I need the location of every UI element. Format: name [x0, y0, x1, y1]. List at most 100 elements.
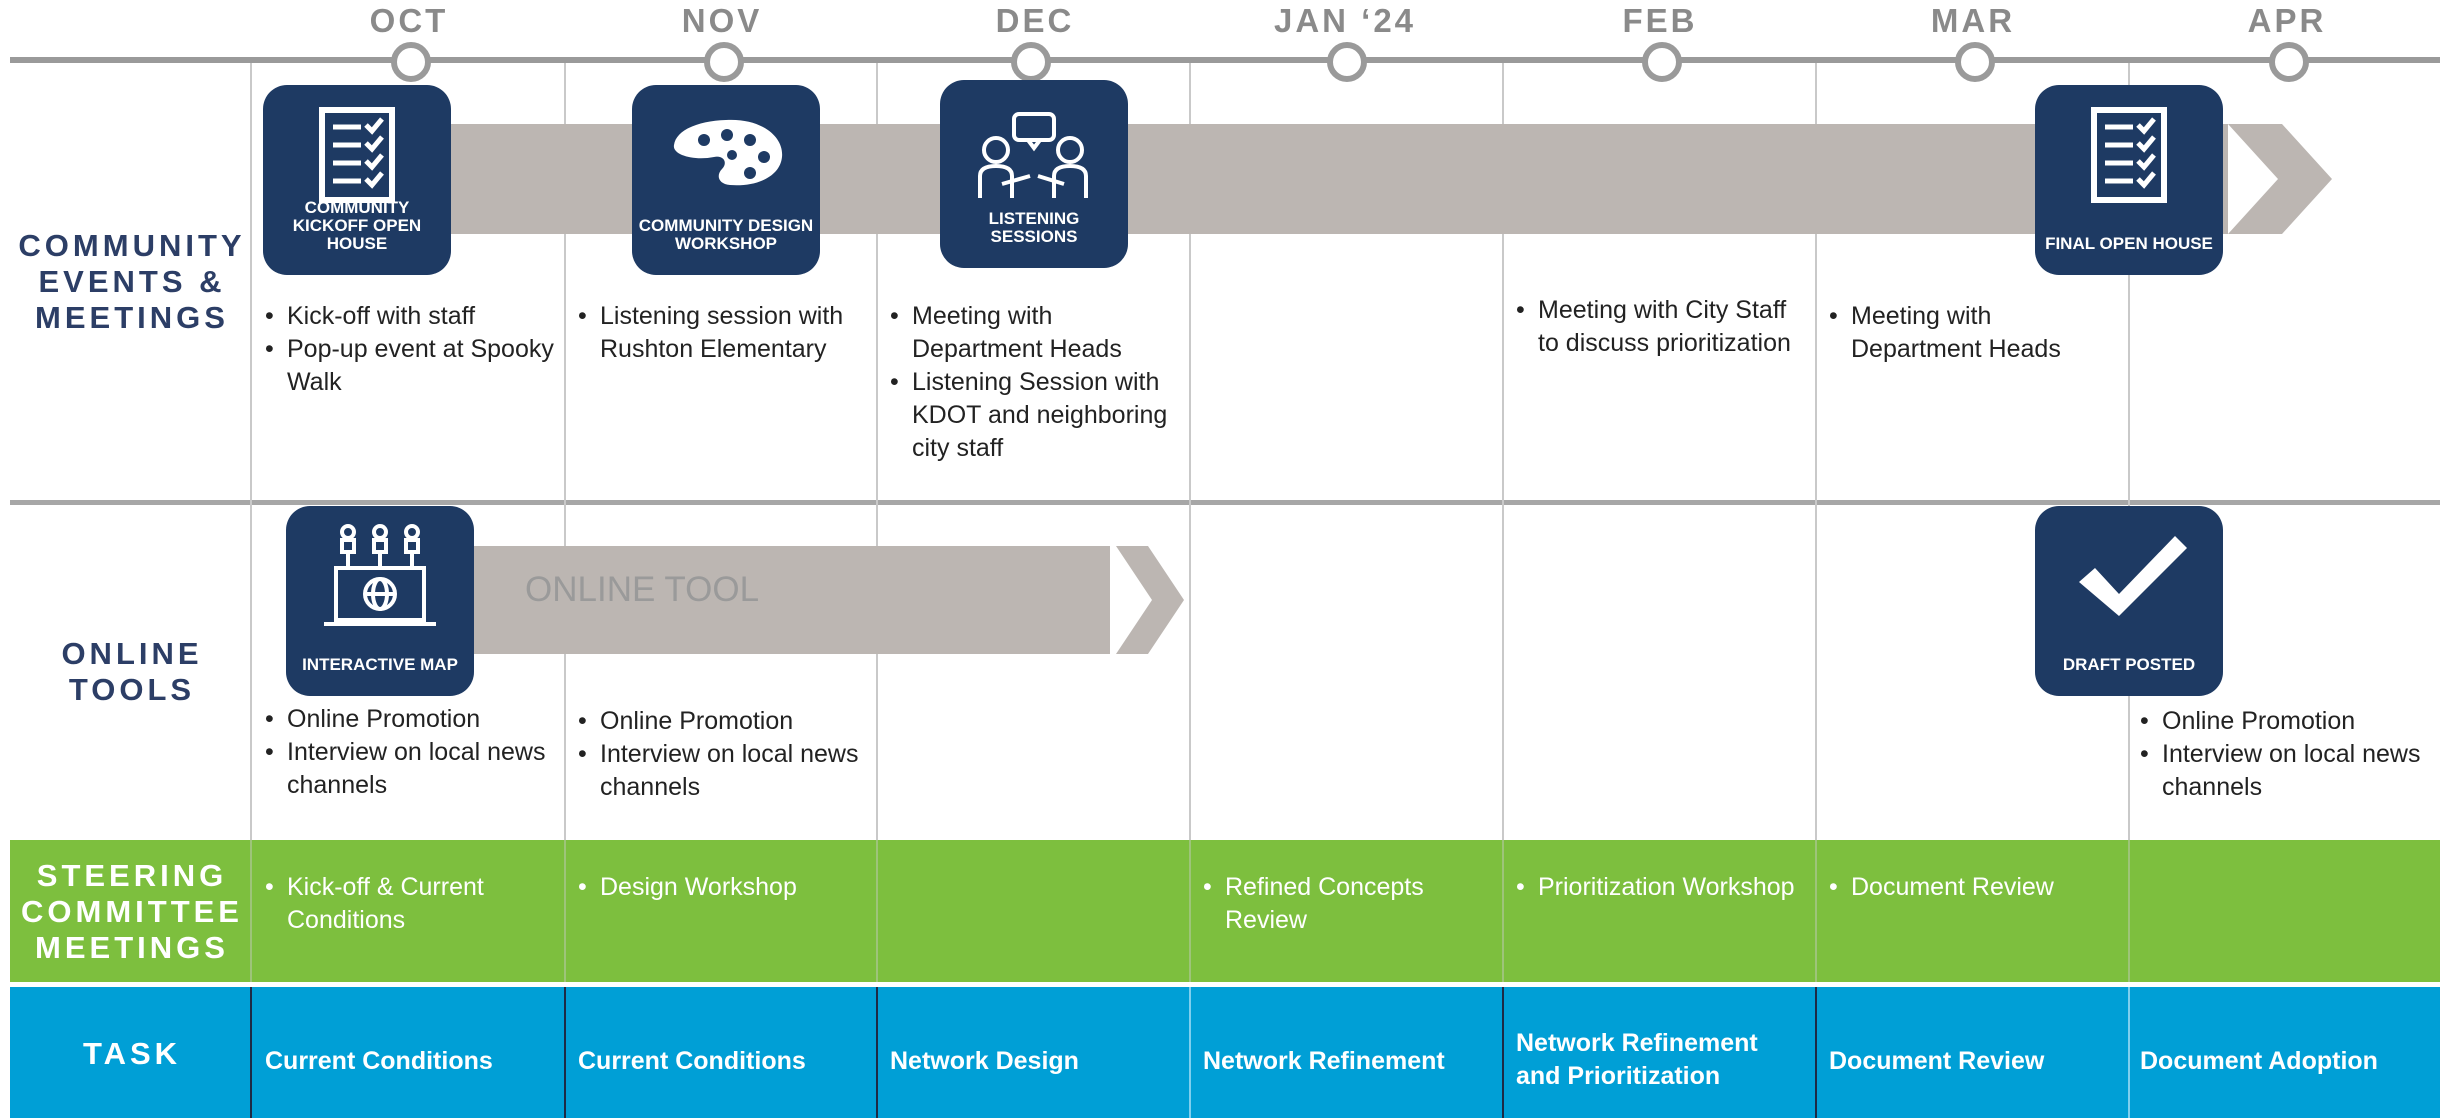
- milestone-kickoff-open-house: COMMUNITY KICKOFF OPEN HOUSE: [263, 85, 451, 275]
- steering-item-feb: Prioritization Workshop: [1516, 871, 1811, 904]
- column-divider: [250, 840, 252, 982]
- column-divider: [1502, 987, 1504, 1118]
- online-tool-arrow-label: ONLINE TOOL: [525, 570, 760, 609]
- community-notes-mar: Meeting with Department Heads: [1829, 300, 2119, 366]
- task-oct: Current Conditions: [265, 1047, 493, 1075]
- timeline-marker-nov: [704, 42, 744, 82]
- timeline-axis: [10, 57, 2440, 63]
- steering-item-mar: Document Review: [1829, 871, 2119, 904]
- row-label-task: TASK: [82, 1036, 182, 1071]
- month-label-nov: NOV: [681, 2, 763, 39]
- list-item: Online Promotion: [578, 705, 868, 738]
- interactive-map-icon: [324, 524, 436, 626]
- checklist-icon: [2091, 107, 2167, 203]
- list-item: Refined Concepts Review: [1203, 871, 1498, 937]
- list-item: Meeting with Department Heads: [1829, 300, 2119, 366]
- list-item: Design Workshop: [578, 871, 868, 904]
- checklist-icon: [319, 107, 395, 203]
- palette-icon: [673, 119, 783, 186]
- milestone-label: LISTENING SESSIONS: [988, 209, 1080, 246]
- task-band: [10, 987, 2440, 1118]
- task-mar: Document Review: [1829, 1047, 2045, 1075]
- month-label-feb: FEB: [1622, 2, 1698, 39]
- community-notes-nov: Listening session with Rushton Elementar…: [578, 300, 868, 366]
- online-notes-oct: Online Promotion Interview on local news…: [265, 703, 555, 802]
- column-divider: [1189, 987, 1191, 1118]
- list-item: Interview on local news channels: [578, 738, 868, 804]
- task-dec: Network Design: [890, 1047, 1079, 1075]
- list-item: Interview on local news channels: [265, 736, 555, 802]
- list-item: Meeting with Department Heads: [890, 300, 1180, 366]
- online-notes-apr: Online Promotion Interview on local news…: [2140, 705, 2430, 804]
- online-notes-nov: Online Promotion Interview on local news…: [578, 705, 868, 804]
- column-divider: [1815, 987, 1817, 1118]
- list-item: Online Promotion: [265, 703, 555, 736]
- column-divider: [250, 987, 252, 1118]
- timeline-marker-jan: [1327, 42, 1367, 82]
- list-item: Online Promotion: [2140, 705, 2430, 738]
- milestone-label: INTERACTIVE MAP: [302, 655, 458, 674]
- timeline-marker-apr: [2269, 42, 2309, 82]
- discussion-icon: [978, 112, 1088, 198]
- list-item: Document Review: [1829, 871, 2119, 904]
- timeline-marker-oct: [391, 42, 431, 82]
- list-item: Meeting with City Staff to discuss prior…: [1516, 294, 1806, 360]
- column-divider: [1189, 63, 1191, 840]
- milestone-final-open-house: FINAL OPEN HOUSE: [2035, 85, 2223, 275]
- column-divider: [1189, 840, 1191, 982]
- column-divider: [2128, 63, 2130, 840]
- milestone-interactive-map: INTERACTIVE MAP: [286, 506, 474, 696]
- column-divider: [250, 63, 252, 840]
- task-jan: Network Refinement: [1203, 1047, 1445, 1075]
- list-item: Kick-off with staff: [265, 300, 555, 333]
- column-divider: [2128, 987, 2130, 1118]
- column-divider: [564, 840, 566, 982]
- milestone-label: COMMUNITY DESIGN WORKSHOP: [638, 216, 814, 253]
- milestone-design-workshop: COMMUNITY DESIGN WORKSHOP: [632, 85, 820, 275]
- steering-item-nov: Design Workshop: [578, 871, 868, 904]
- community-notes-oct: Kick-off with staff Pop-up event at Spoo…: [265, 300, 555, 399]
- column-divider: [876, 63, 878, 840]
- task-apr: Document Adoption: [2140, 1047, 2378, 1075]
- checkmark-icon: [2079, 536, 2187, 616]
- milestone-label: DRAFT POSTED: [2062, 655, 2196, 674]
- steering-item-jan: Refined Concepts Review: [1203, 871, 1498, 937]
- month-label-oct: OCT: [369, 2, 449, 39]
- row-label-online-tools: ONLINE TOOLS: [61, 636, 203, 707]
- milestone-listening-sessions: LISTENING SESSIONS: [940, 80, 1128, 268]
- task-nov: Current Conditions: [578, 1047, 806, 1075]
- column-divider: [1502, 63, 1504, 840]
- list-item: Prioritization Workshop: [1516, 871, 1811, 904]
- list-item: Interview on local news channels: [2140, 738, 2430, 804]
- month-label-dec: DEC: [995, 2, 1075, 39]
- column-divider: [876, 987, 878, 1118]
- column-divider: [1815, 63, 1817, 840]
- online-tool-arrow: [440, 546, 1184, 654]
- task-feb: Network Refinement and Prioritization: [1516, 1029, 1758, 1090]
- community-notes-feb: Meeting with City Staff to discuss prior…: [1516, 294, 1806, 360]
- steering-item-oct: Kick-off & Current Conditions: [265, 871, 555, 937]
- month-label-jan: JAN ‘24: [1273, 2, 1417, 39]
- milestone-label: COMMUNITY KICKOFF OPEN HOUSE: [292, 198, 422, 253]
- month-label-mar: MAR: [1930, 2, 2016, 39]
- column-divider: [564, 987, 566, 1118]
- timeline-marker-mar: [1955, 42, 1995, 82]
- community-notes-dec: Meeting with Department Heads Listening …: [890, 300, 1180, 465]
- list-item: Listening session with Rushton Elementar…: [578, 300, 868, 366]
- month-label-apr: APR: [2247, 2, 2327, 39]
- section-divider: [10, 500, 2440, 505]
- list-item: Kick-off & Current Conditions: [265, 871, 555, 937]
- column-divider: [1502, 840, 1504, 982]
- milestone-label: FINAL OPEN HOUSE: [2045, 234, 2213, 253]
- list-item: Listening Session with KDOT and neighbor…: [890, 366, 1180, 465]
- column-divider: [2128, 840, 2130, 982]
- column-divider: [564, 63, 566, 840]
- milestone-draft-posted: DRAFT POSTED: [2035, 506, 2223, 696]
- row-label-community-events: COMMUNITY EVENTS & MEETINGS: [18, 228, 246, 335]
- timeline-marker-feb: [1642, 42, 1682, 82]
- column-divider: [876, 840, 878, 982]
- row-label-steering-committee: STEERING COMMITTEE MEETINGS: [21, 858, 243, 965]
- list-item: Pop-up event at Spooky Walk: [265, 333, 555, 399]
- column-divider: [1815, 840, 1817, 982]
